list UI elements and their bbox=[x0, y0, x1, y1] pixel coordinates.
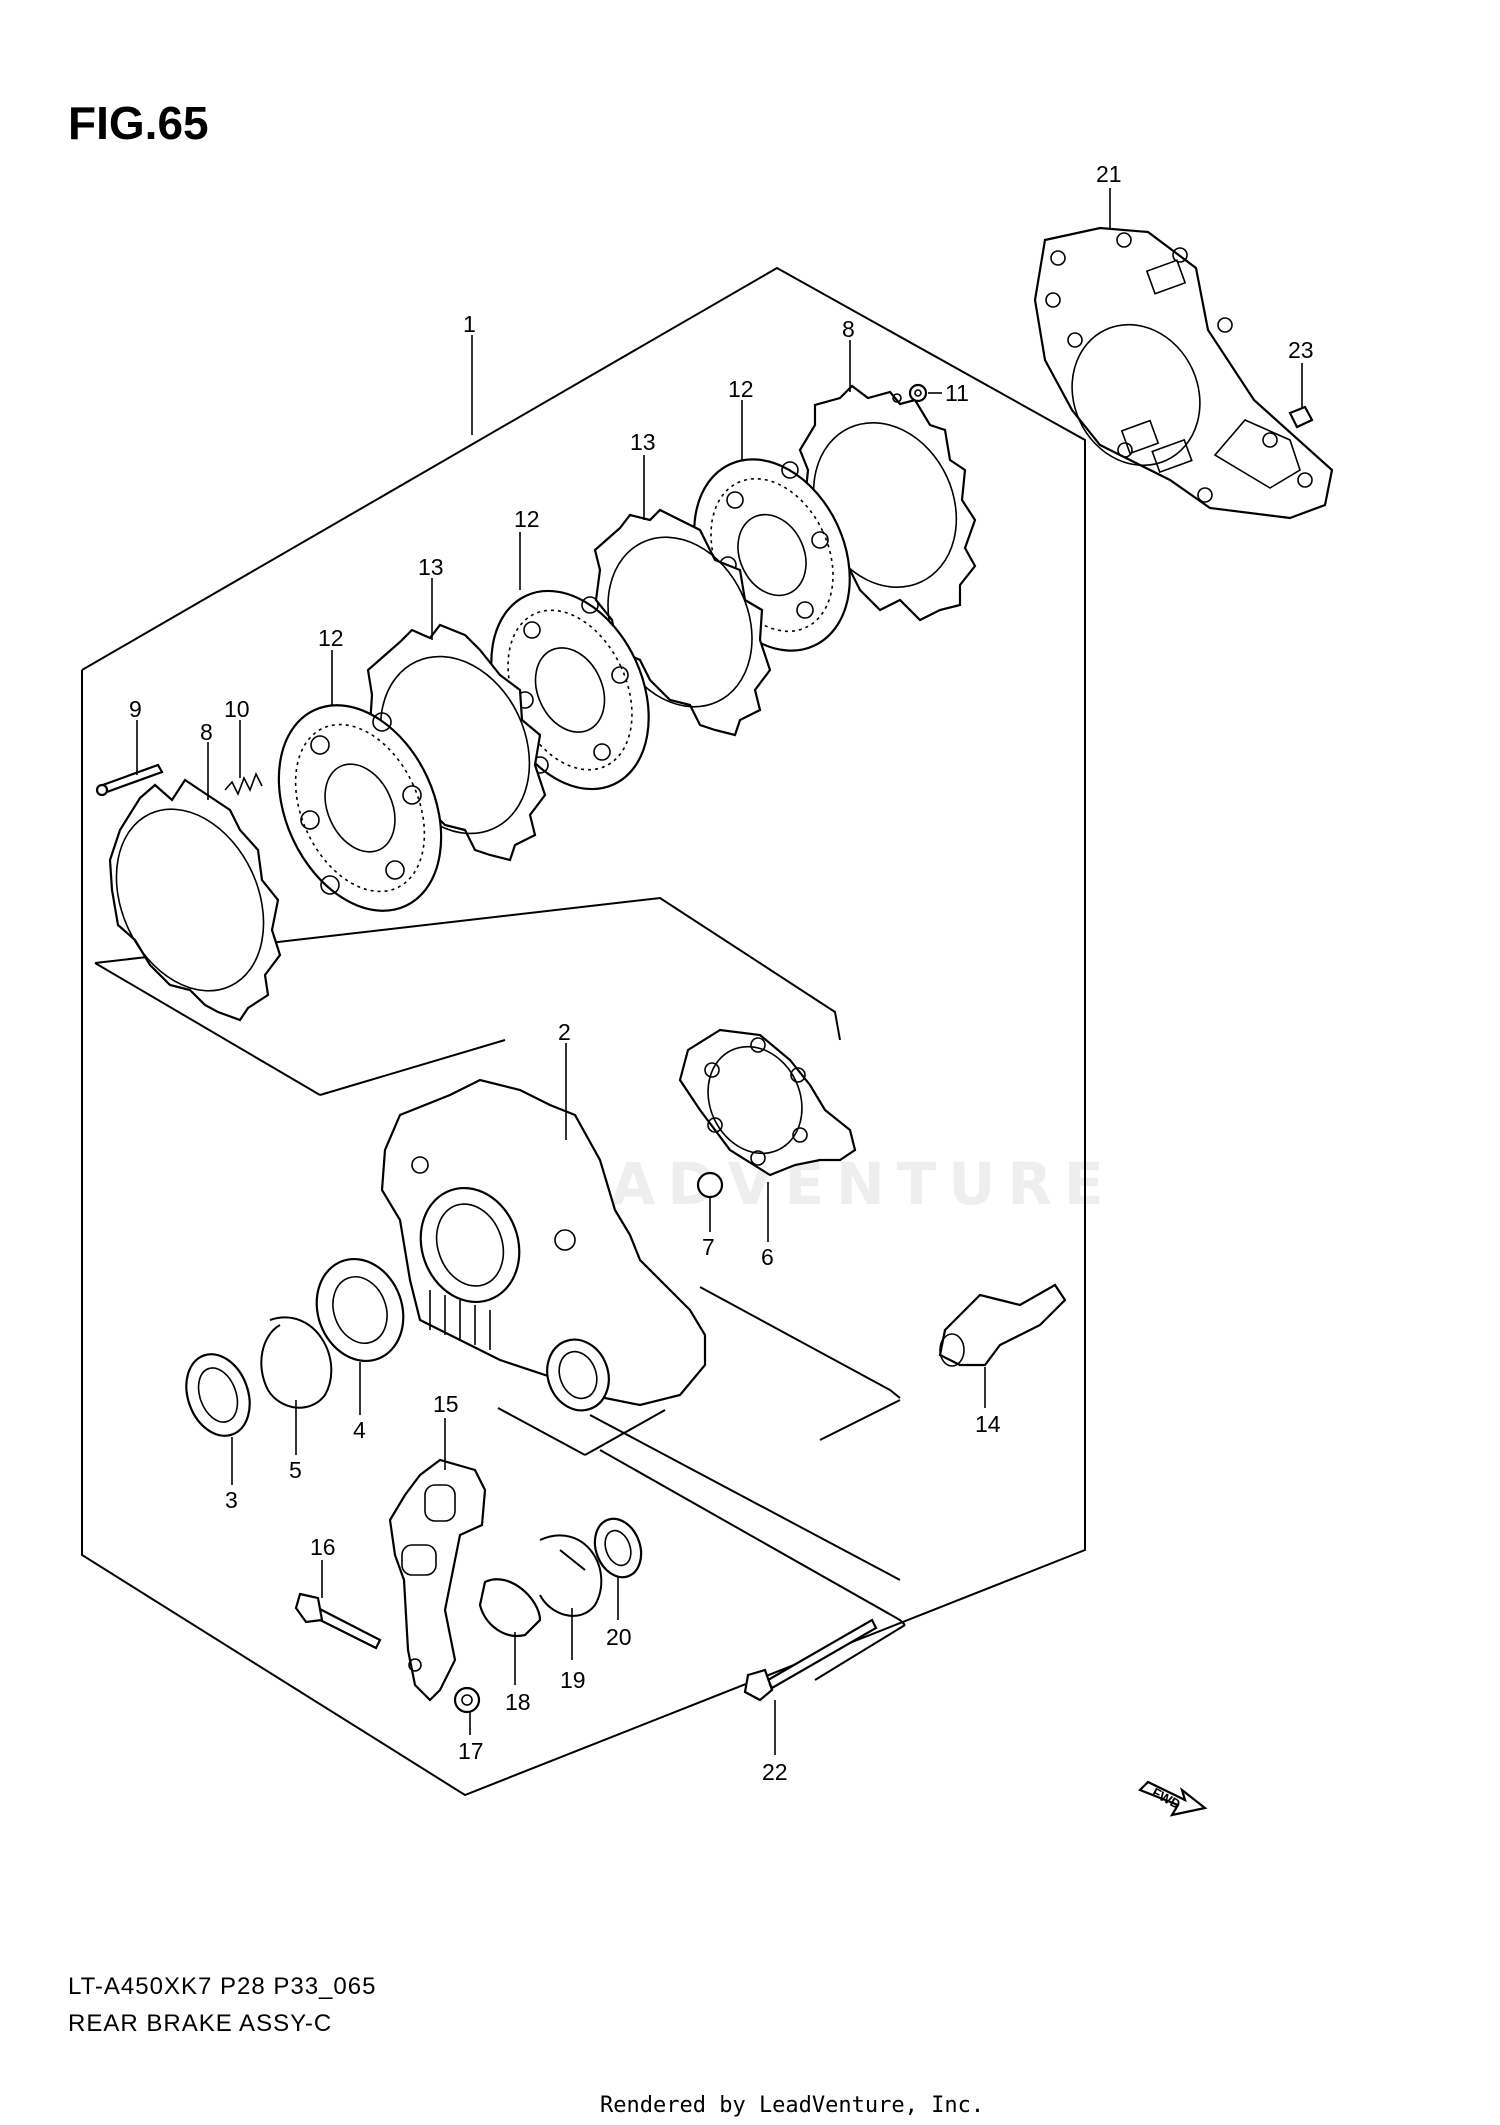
callout-23: 23 bbox=[1288, 337, 1314, 363]
callout-8a: 8 bbox=[842, 316, 855, 342]
callout-2: 2 bbox=[558, 1019, 571, 1045]
callout-11: 11 bbox=[945, 380, 969, 406]
callout-20: 20 bbox=[606, 1624, 632, 1650]
part-14-cam-shaft bbox=[938, 1283, 1067, 1367]
part-21-gasket bbox=[1033, 226, 1334, 520]
part-9-pin bbox=[95, 763, 164, 797]
part-5-circlip bbox=[260, 1316, 333, 1409]
callout-1: 1 bbox=[463, 311, 476, 337]
part-12-friction-disc-left bbox=[277, 704, 443, 912]
part-17-nut bbox=[453, 1686, 481, 1714]
part-4-bearing bbox=[315, 1257, 405, 1363]
callout-19: 19 bbox=[560, 1667, 586, 1693]
fwd-arrow-icon: FWD bbox=[1138, 1780, 1208, 1817]
callout-15: 15 bbox=[433, 1391, 459, 1417]
part-3-oil-seal bbox=[185, 1353, 251, 1437]
callout-8b: 8 bbox=[200, 719, 213, 745]
model-code: LT-A450XK7 P28 P33_065 bbox=[68, 1973, 377, 2000]
part-22-bolt bbox=[743, 1618, 878, 1702]
callout-4: 4 bbox=[353, 1417, 366, 1443]
callout-12a: 12 bbox=[728, 376, 754, 402]
part-7-steel-ball bbox=[696, 1171, 724, 1199]
callout-9: 9 bbox=[129, 696, 142, 722]
part-19-return-spring bbox=[539, 1534, 603, 1617]
callout-5: 5 bbox=[289, 1457, 302, 1483]
part-10-spring bbox=[224, 772, 263, 796]
part-20-oil-seal bbox=[593, 1517, 643, 1579]
part-8-pressure-plate-left bbox=[108, 778, 282, 1022]
callout-6: 6 bbox=[761, 1244, 774, 1270]
callout-21: 21 bbox=[1096, 161, 1122, 187]
leader-lines bbox=[136, 188, 1303, 1755]
part-2-caliper-body bbox=[380, 1078, 707, 1412]
part-18-lever bbox=[478, 1578, 542, 1638]
part-23-dowel-pin bbox=[1288, 405, 1314, 429]
callout-12b: 12 bbox=[514, 506, 540, 532]
callout-17: 17 bbox=[458, 1738, 484, 1764]
fwd-label: FWD bbox=[1150, 1785, 1183, 1812]
render-credit: Rendered by LeadVenture, Inc. bbox=[600, 2093, 985, 2118]
callout-16: 16 bbox=[310, 1534, 336, 1560]
callout-labels: 1 2 3 4 5 6 7 8 8 9 10 11 12 12 12 13 13… bbox=[129, 161, 1314, 1785]
callout-3: 3 bbox=[225, 1487, 238, 1513]
callout-7: 7 bbox=[702, 1234, 715, 1260]
part-6-cam-plate bbox=[678, 1028, 857, 1177]
callout-13a: 13 bbox=[630, 429, 656, 455]
callout-14: 14 bbox=[975, 1411, 1001, 1437]
assembly-name: REAR BRAKE ASSY-C bbox=[68, 2010, 333, 2037]
callout-22: 22 bbox=[762, 1759, 788, 1785]
callout-10: 10 bbox=[224, 696, 250, 722]
part-16-bolt bbox=[294, 1592, 382, 1650]
part-15-bracket bbox=[388, 1458, 487, 1702]
callout-12c: 12 bbox=[318, 625, 344, 651]
callout-13b: 13 bbox=[418, 554, 444, 580]
part-11-small-washer bbox=[908, 383, 928, 403]
callout-18: 18 bbox=[505, 1689, 531, 1715]
figure-title: FIG.65 bbox=[68, 97, 209, 149]
assembly-outline bbox=[81, 266, 1086, 1797]
